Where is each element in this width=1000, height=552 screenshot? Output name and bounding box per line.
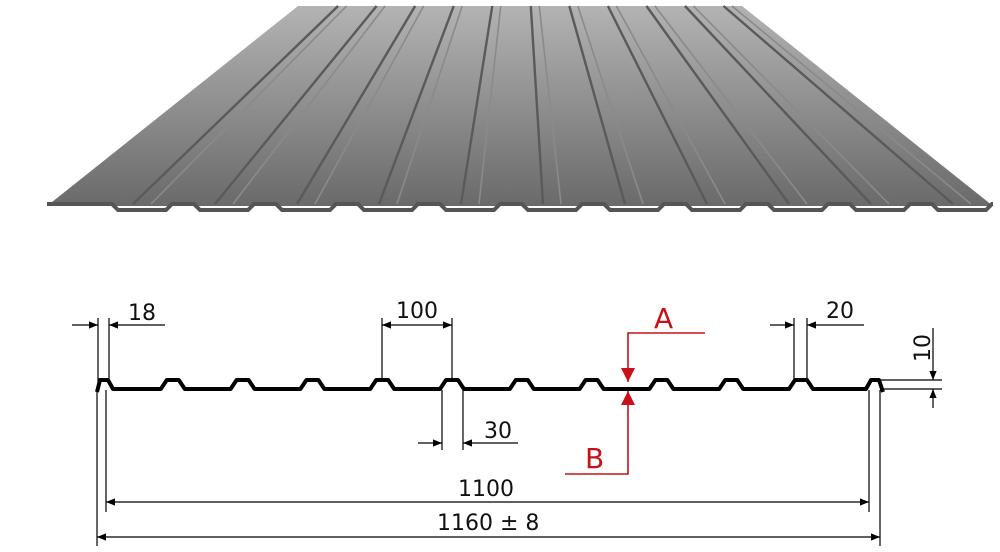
dim-working-width: 1100 (458, 477, 514, 502)
sheet-ribs (132, 5, 972, 205)
rib-edge (577, 5, 644, 205)
sheet-front-edge (47, 202, 994, 212)
rib-edge (214, 5, 378, 205)
rib-edge (568, 5, 627, 205)
rib-edge (615, 5, 726, 205)
rib-edge (150, 5, 348, 205)
rib-edge (314, 5, 425, 205)
rib-edge (377, 5, 455, 205)
sheet-surface (47, 6, 993, 206)
rib-edge (529, 5, 545, 205)
dim-rib-height: 10 (911, 334, 936, 362)
dim-total-width: 1160 ± 8 (437, 511, 539, 536)
rib-edge (396, 5, 463, 205)
rib-edge (722, 5, 954, 205)
rib-edge (606, 5, 709, 205)
section-markers (565, 332, 705, 475)
rib-edge (459, 5, 494, 205)
dimension-lines (72, 318, 942, 546)
dim-rib-top: 20 (826, 299, 854, 324)
rib-edge (692, 5, 890, 205)
dim-end-rib-top: 18 (128, 301, 156, 326)
sheet-3d-render (47, 5, 994, 212)
rib-edge (232, 5, 386, 205)
rib-edge (538, 5, 562, 205)
rib-edge (478, 5, 502, 205)
label-a: A (654, 302, 673, 335)
rib-edge (295, 5, 417, 205)
rib-edge (645, 5, 790, 205)
dim-rib-pitch: 100 (396, 299, 438, 324)
rib-edge (684, 5, 872, 205)
rib-edge (654, 5, 808, 205)
label-b: B (585, 442, 604, 475)
rib-edge (132, 5, 339, 205)
rib-edge (731, 5, 972, 205)
sheet-profile (95, 378, 885, 393)
dim-rib-base: 30 (484, 419, 512, 444)
